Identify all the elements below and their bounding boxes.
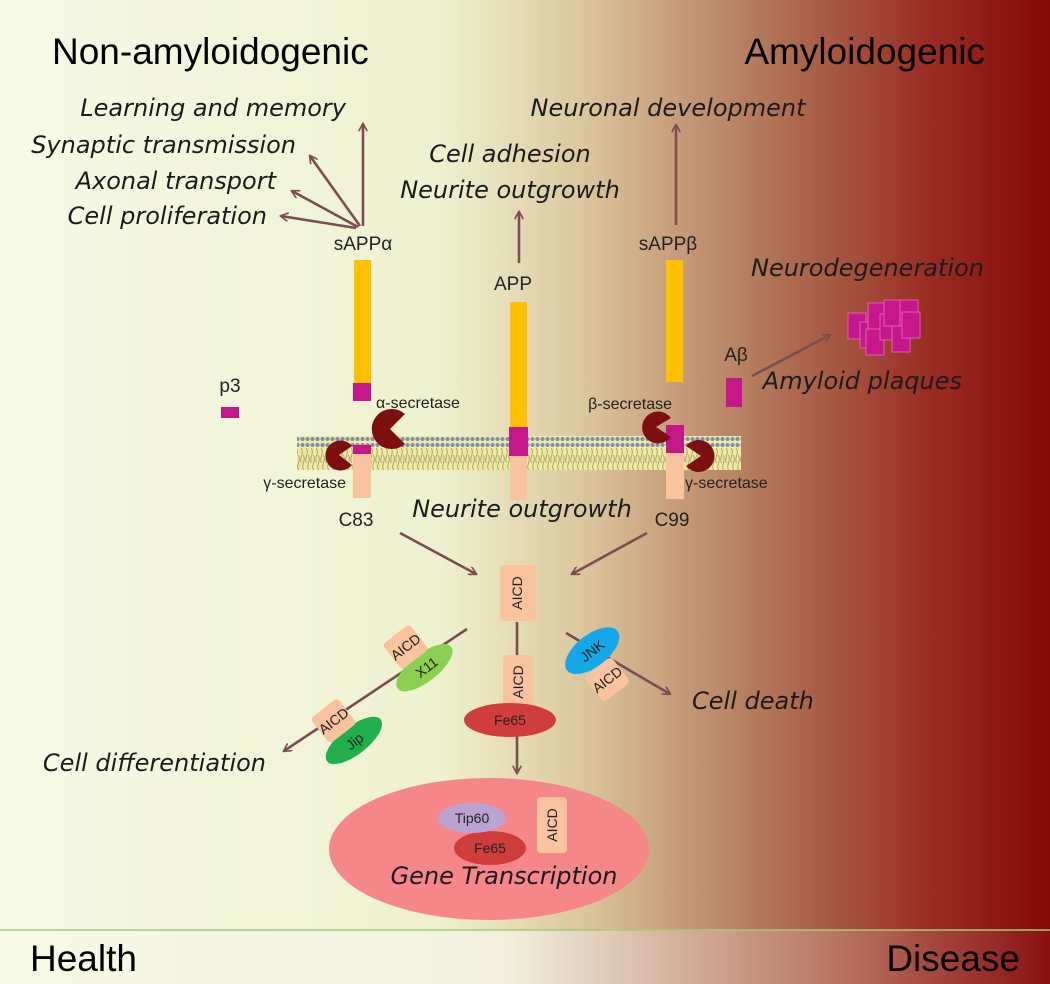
c99-fragment [666,453,684,499]
sappa-fragment [354,260,371,384]
label-gamma-secretase-left: γ-secretase [263,475,346,492]
label-beta-secretase: β-secretase [588,396,672,413]
transcription-complex: Fe65 Tip60 AICD [438,797,567,865]
aicd-center-label: AICD [510,665,526,698]
fe65-center-label: Fe65 [494,712,526,728]
c83-membrane-segment [353,445,371,454]
app-abeta-region [509,427,528,456]
label-cell-proliferation: Cell proliferation [68,202,267,230]
footer-bar [0,930,1050,984]
c83-fragment [353,454,371,498]
alpha-secretase-enzyme [371,408,405,449]
arrow-axonal-transport [292,191,359,229]
p3-fragment [221,407,239,418]
beta-secretase-enzyme [642,411,671,444]
label-gamma-secretase-right: γ-secretase [685,475,768,492]
label-learning-memory: Learning and memory [80,94,347,122]
sappa-abeta-segment [353,383,371,401]
label-neuronal-development: Neuronal development [530,94,807,122]
label-cell-adhesion: Cell adhesion [429,140,590,168]
label-cell-death: Cell death [692,687,814,715]
footer-disease: Disease [886,938,1020,979]
label-c83: C83 [339,510,374,531]
label-app: APP [494,274,532,295]
fe65-nucleus-label: Fe65 [474,840,506,856]
gamma-secretase-right-enzyme [686,440,715,472]
label-c99: C99 [655,510,690,531]
app-intracellular [510,456,527,500]
label-axonal-transport: Axonal transport [74,167,278,195]
arrow-c83-aicd [399,531,476,574]
aicd-free-label: AICD [509,576,525,609]
header-amyloidogenic: Amyloidogenic [744,31,985,72]
label-p3: p3 [219,376,240,397]
gamma-secretase-left-enzyme [325,440,352,471]
label-sappa: sAPPα [334,234,393,255]
label-gene-transcription: Gene Transcription [391,862,618,890]
label-cell-differentiation: Cell differentiation [43,749,266,777]
label-alpha-secretase: α-secretase [376,395,460,412]
arrow-abeta-plaques [751,335,830,378]
aicd-jnk-complex: JNK AICD [565,627,629,702]
aicd-fe65-complex: AICD Fe65 [464,655,556,737]
aicd-jip-complex: AICD Jip [311,699,383,765]
app-ectodomain [510,302,527,428]
aicd-nucleus-label: AICD [544,808,560,841]
header-non-amyloidogenic: Non-amyloidogenic [52,31,369,72]
arrow-c99-aicd [572,531,648,574]
amyloid-plaque-cluster [847,299,921,356]
label-abeta: Aβ [724,345,748,366]
label-amyloid-plaques: Amyloid plaques [761,367,962,395]
c99-abeta-segment [666,425,684,453]
abeta-peptide [726,378,742,407]
footer-health: Health [30,938,137,979]
tip60-label: Tip60 [455,810,490,826]
aicd-free: AICD [500,565,536,621]
arrow-cell-proliferation [281,216,357,230]
label-neurite-outgrowth-top: Neurite outgrowth [400,176,620,204]
arrow-synaptic-transmission [310,156,362,227]
sappb-fragment [666,260,683,382]
label-synaptic-transmission: Synaptic transmission [31,131,296,159]
label-neurodegeneration: Neurodegeneration [751,254,984,282]
label-sappb: sAPPβ [639,234,698,255]
